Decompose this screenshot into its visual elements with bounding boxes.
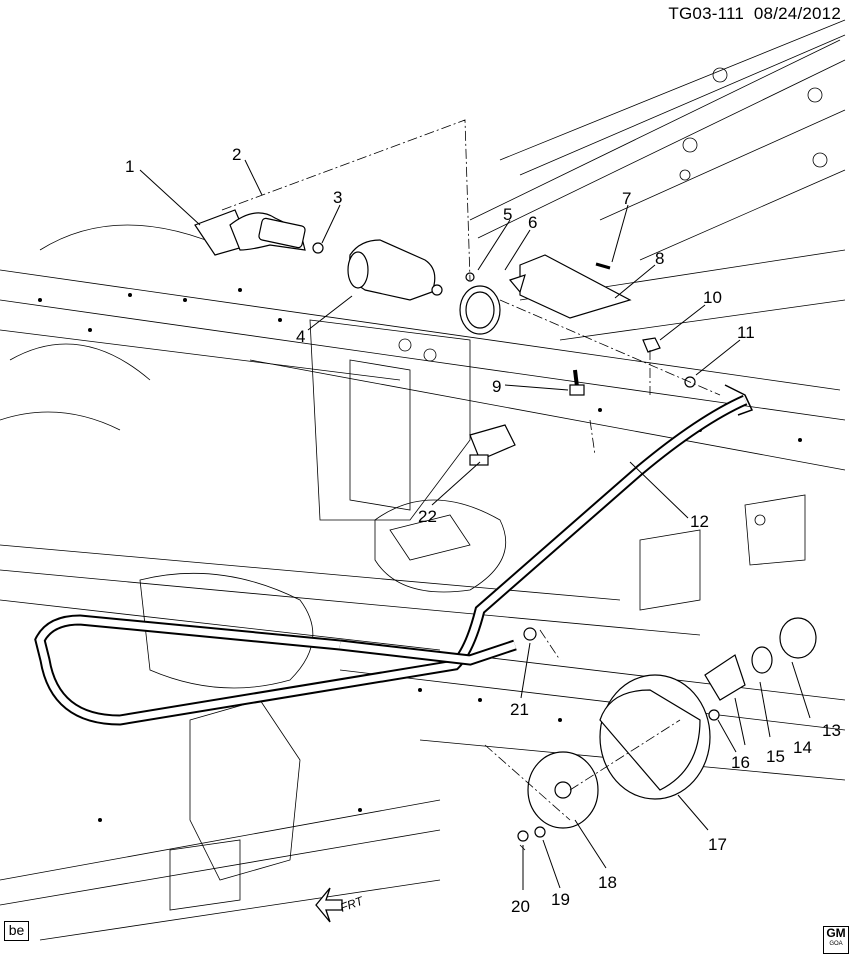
callout-6: 6 xyxy=(528,213,537,232)
frame-background-linework xyxy=(0,19,846,941)
bracket-assembly xyxy=(459,254,696,396)
callout-2: 2 xyxy=(232,145,241,164)
callout-12: 12 xyxy=(690,512,709,531)
gm-logo-sub: GOA xyxy=(829,941,843,947)
callout-8: 8 xyxy=(655,249,664,268)
callout-7: 7 xyxy=(622,189,631,208)
callout-4: 4 xyxy=(296,327,305,346)
callout-3: 3 xyxy=(333,188,342,207)
front-direction-label: FRT xyxy=(338,893,366,915)
callout-16: 16 xyxy=(731,753,750,772)
callout-13: 13 xyxy=(822,721,841,740)
callout-9: 9 xyxy=(492,377,501,396)
diagram-date: 08/24/2012 xyxy=(753,4,841,23)
callout-20: 20 xyxy=(511,897,530,916)
gm-logo: GM GOA xyxy=(823,926,849,954)
leader-lines xyxy=(139,159,811,890)
front-direction-arrow-icon: FRT xyxy=(315,887,366,923)
gm-logo-mark: GM xyxy=(826,926,846,940)
callout-10: 10 xyxy=(703,288,722,307)
callout-17: 17 xyxy=(708,835,727,854)
callout-22: 22 xyxy=(418,507,437,526)
callout-19: 19 xyxy=(551,890,570,909)
callout-5: 5 xyxy=(503,205,512,224)
diagram-id: TG03-111 xyxy=(668,4,745,23)
callout-18: 18 xyxy=(598,873,617,892)
callout-11: 11 xyxy=(737,323,755,342)
fuel-line xyxy=(34,384,754,726)
callout-15: 15 xyxy=(766,747,785,766)
alignment-lines xyxy=(221,119,721,851)
fuel-filter-assembly xyxy=(194,209,443,301)
callout-21: 21 xyxy=(510,700,529,719)
view-code-badge: be xyxy=(4,921,29,941)
filler-assembly xyxy=(469,424,817,842)
diagram-header: TG03-111 08/24/2012 xyxy=(668,4,841,24)
callout-1: 1 xyxy=(125,157,134,176)
callout-14: 14 xyxy=(793,738,812,757)
callout-labels: 1 2 3 4 5 6 7 8 9 10 11 12 13 14 15 16 1… xyxy=(125,145,841,916)
